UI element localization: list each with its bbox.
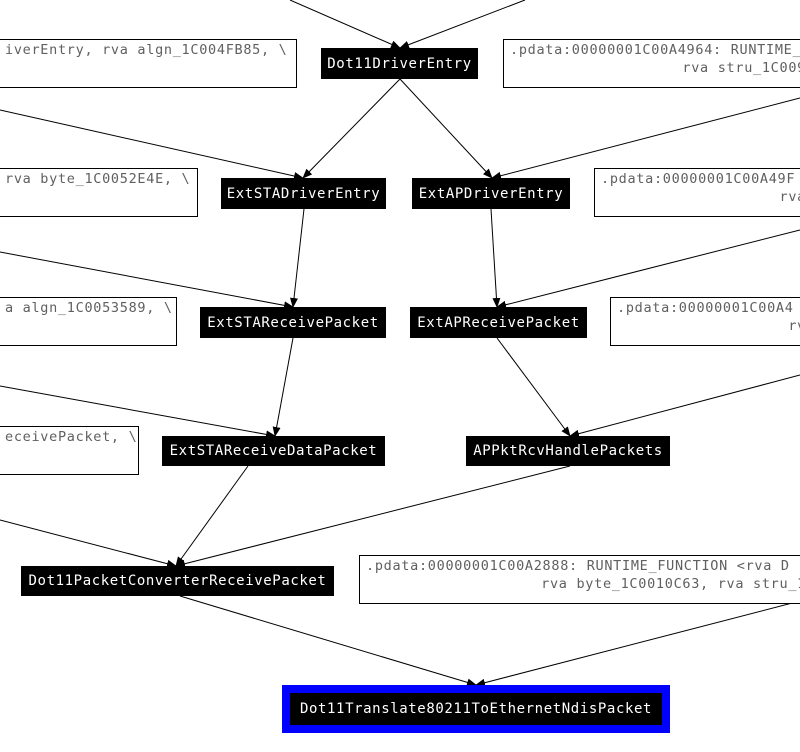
xref-box-left-4[interactable]: eceivePacket, \ (0, 426, 139, 475)
node-label: Dot11PacketConverterReceivePacket (28, 573, 327, 589)
edge-ref-left-to-ext-sta-driver-entry (0, 109, 304, 180)
node-label: Dot11Translate80211ToEthernetNdisPacket (299, 701, 653, 717)
node-dot11-driver-entry[interactable]: Dot11DriverEntry (321, 48, 478, 79)
node-label: ExtAPReceivePacket (417, 314, 580, 331)
xref-box-right-1[interactable]: .pdata:00000001C00A4964: RUNTIME_ rva st… (503, 39, 800, 88)
node-ext-ap-receive-packet[interactable]: ExtAPReceivePacket (410, 307, 587, 338)
edge-ext-ap-driver-entry-to-receive-packet (490, 208, 501, 308)
edge-converter-to-translate (179, 595, 477, 687)
edge-ref-left-to-ext-sta-receive-packet (0, 251, 294, 310)
edge-top-left-to-dot11-driver-entry (289, 0, 401, 49)
node-ext-ap-driver-entry[interactable]: ExtAPDriverEntry (412, 178, 570, 209)
edge-ref-left-to-ext-sta-receive-data-packet (0, 385, 276, 439)
node-label: ExtSTAReceivePacket (207, 314, 379, 331)
node-ext-sta-driver-entry[interactable]: ExtSTADriverEntry (221, 178, 386, 209)
xref-text: rva byte_1C0052E4E, \ (5, 171, 191, 187)
xref-text-line-2: rva byte_1C0010C63, rva stru_1 (541, 576, 800, 592)
edge-ref-right-to-translate (475, 600, 800, 687)
edge-ap-pkt-rcv-handle-packets-to-converter (175, 465, 571, 568)
edge-dot11-to-ext-ap-driver-entry (399, 78, 493, 179)
edge-ref-right-to-ap-pkt-rcv-handle-packets (569, 374, 800, 438)
edge-ext-sta-driver-entry-to-receive-packet (290, 208, 305, 308)
edge-ext-sta-receive-data-packet-to-converter (175, 465, 249, 567)
node-ap-pkt-rcv-handle-packets[interactable]: APPktRcvHandlePackets (466, 436, 670, 466)
edge-ext-ap-receive-packet-to-handle-packets (496, 337, 571, 437)
node-ext-sta-receive-data-packet[interactable]: ExtSTAReceiveDataPacket (162, 436, 385, 466)
xref-box-right-3[interactable]: .pdata:00000001C00A4 rv (610, 297, 800, 346)
edge-ext-sta-receive-packet-to-data-packet (272, 337, 294, 437)
xref-text: eceivePacket, \ (5, 429, 138, 445)
xref-text-line-1: .pdata:00000001C00A4 (617, 300, 794, 316)
edge-ref-right-to-ext-ap-driver-entry (491, 97, 800, 180)
edge-ref-left-to-converter (0, 519, 177, 568)
node-label: Dot11DriverEntry (327, 55, 472, 72)
edge-dot11-to-ext-sta-driver-entry (302, 78, 401, 179)
xref-box-left-1[interactable]: iverEntry, rva algn_1C004FB85, \ (0, 39, 297, 88)
xref-text: a algn_1C0053589, \ (5, 300, 173, 316)
xref-text-line-1: .pdata:00000001C00A2888: RUNTIME_FUNCTIO… (366, 558, 790, 574)
node-label-box: Dot11Translate80211ToEthernetNdisPacket (290, 693, 662, 725)
xref-text-line-2: rv (788, 318, 800, 334)
node-label: ExtSTAReceiveDataPacket (169, 443, 378, 459)
xref-text-line-2: rva stru_1C009 (682, 60, 800, 76)
node-dot11-packet-converter-receive-packet[interactable]: Dot11PacketConverterReceivePacket (21, 566, 334, 596)
xref-box-left-2[interactable]: rva byte_1C0052E4E, \ (0, 168, 198, 217)
xref-text-line-1: .pdata:00000001C00A4964: RUNTIME_ (510, 42, 800, 58)
xref-box-right-4[interactable]: .pdata:00000001C00A2888: RUNTIME_FUNCTIO… (359, 555, 800, 604)
xref-box-left-3[interactable]: a algn_1C0053589, \ (0, 297, 177, 346)
xref-text-line-1: .pdata:00000001C00A49F (601, 171, 796, 187)
node-dot11-translate-80211-to-ethernet-ndis-packet[interactable]: Dot11Translate80211ToEthernetNdisPacket (282, 685, 670, 733)
xref-box-right-2[interactable]: .pdata:00000001C00A49F rva (594, 168, 800, 217)
node-ext-sta-receive-packet[interactable]: ExtSTAReceivePacket (200, 307, 386, 338)
edge-ref-right-to-ext-ap-receive-packet (496, 229, 800, 309)
edge-top-right-to-dot11-driver-entry (399, 0, 526, 49)
node-label: APPktRcvHandlePackets (473, 443, 663, 459)
xref-text-line-2: rva (779, 189, 800, 205)
node-label: ExtSTADriverEntry (226, 185, 381, 202)
xref-text: iverEntry, rva algn_1C004FB85, \ (5, 42, 288, 58)
node-label: ExtAPDriverEntry (418, 185, 564, 202)
